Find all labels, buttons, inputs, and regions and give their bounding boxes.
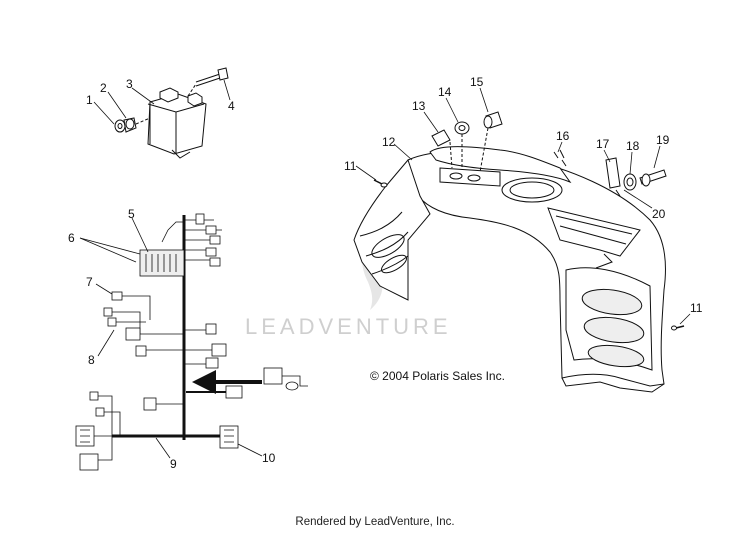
leader-lines	[79, 79, 691, 459]
callout-4: 4	[228, 99, 235, 113]
callout-13: 13	[412, 99, 426, 113]
callout-18: 18	[626, 139, 640, 153]
callouts: 1 2 3 4 5 6 7 8 9 10 11 12 13 14 15 16 1…	[68, 75, 703, 471]
wiring-harness	[75, 213, 308, 471]
callout-19: 19	[656, 133, 670, 147]
regulator-assembly	[114, 67, 229, 159]
callout-2: 2	[100, 81, 107, 95]
callout-12: 12	[382, 135, 396, 149]
callout-17: 17	[596, 137, 610, 151]
callout-11-left: 11	[344, 159, 357, 173]
callout-16: 16	[556, 129, 570, 143]
callout-7: 7	[86, 275, 93, 289]
watermark: LEADVENTURE	[245, 230, 452, 339]
callout-6: 6	[68, 231, 75, 245]
callout-11-right: 11	[690, 301, 703, 315]
callout-1: 1	[86, 93, 93, 107]
watermark-text: LEADVENTURE	[245, 314, 452, 339]
dash-panel	[353, 111, 685, 393]
callout-20: 20	[652, 207, 666, 221]
callout-8: 8	[88, 353, 95, 367]
callout-10: 10	[262, 451, 276, 465]
rendered-by-footer: Rendered by LeadVenture, Inc.	[295, 516, 455, 528]
copyright-notice: © 2004 Polaris Sales Inc.	[370, 369, 505, 383]
callout-3: 3	[126, 77, 133, 91]
callout-5: 5	[128, 207, 135, 221]
callout-14: 14	[438, 85, 452, 99]
callout-9: 9	[170, 457, 177, 471]
callout-15: 15	[470, 75, 484, 89]
